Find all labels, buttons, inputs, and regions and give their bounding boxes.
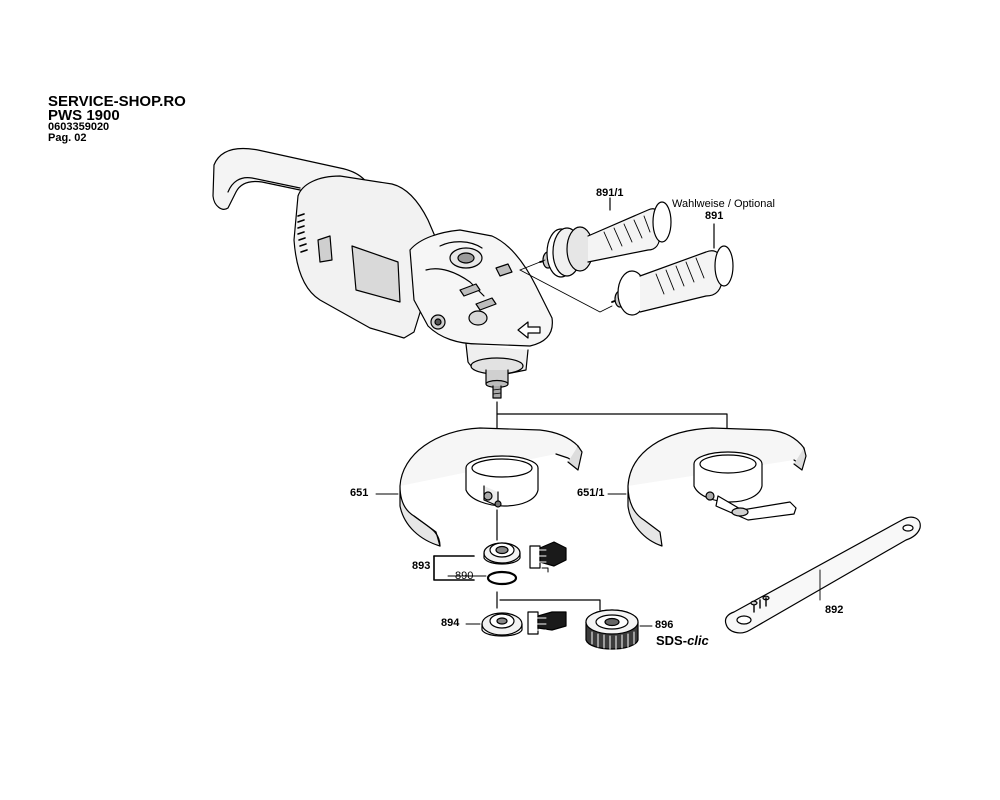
side-handle-891 [611, 245, 734, 316]
label-891: 891 [705, 210, 724, 222]
label-sds-clic: SDS-clic [656, 634, 709, 647]
site-title: SERVICE-SHOP.RO [48, 93, 186, 110]
page-number: Pag. 02 [48, 132, 87, 144]
label-892: 892 [825, 604, 844, 616]
label-891-1: 891/1 [596, 187, 624, 199]
side-handle-891-1 [539, 201, 672, 278]
label-651: 651 [350, 487, 369, 499]
label-optional-note: Wahlweise / Optional [672, 198, 775, 210]
angle-grinder-illustration [212, 147, 553, 399]
label-890: 890 [455, 570, 474, 582]
sds-suffix: clic [687, 633, 709, 648]
part-number: 0603359020 [48, 121, 110, 133]
mounting-pictogram-893 [529, 541, 567, 573]
label-893: 893 [412, 560, 431, 572]
label-896: 896 [655, 619, 674, 631]
sds-prefix: SDS- [656, 633, 688, 648]
two-pin-spanner-892 [724, 516, 921, 634]
label-894: 894 [441, 617, 460, 629]
mounting-pictogram-894 [527, 611, 567, 635]
label-651-1: 651/1 [577, 487, 605, 499]
sds-clic-nut-896 [585, 609, 639, 650]
wheel-guard-651 [399, 427, 583, 547]
model-name: PWS 1900 [48, 107, 120, 124]
flange-893 [483, 509, 521, 565]
clamp-nut-894 [481, 591, 601, 637]
o-ring-890 [486, 570, 518, 586]
wheel-guard-651-1 [627, 427, 807, 547]
